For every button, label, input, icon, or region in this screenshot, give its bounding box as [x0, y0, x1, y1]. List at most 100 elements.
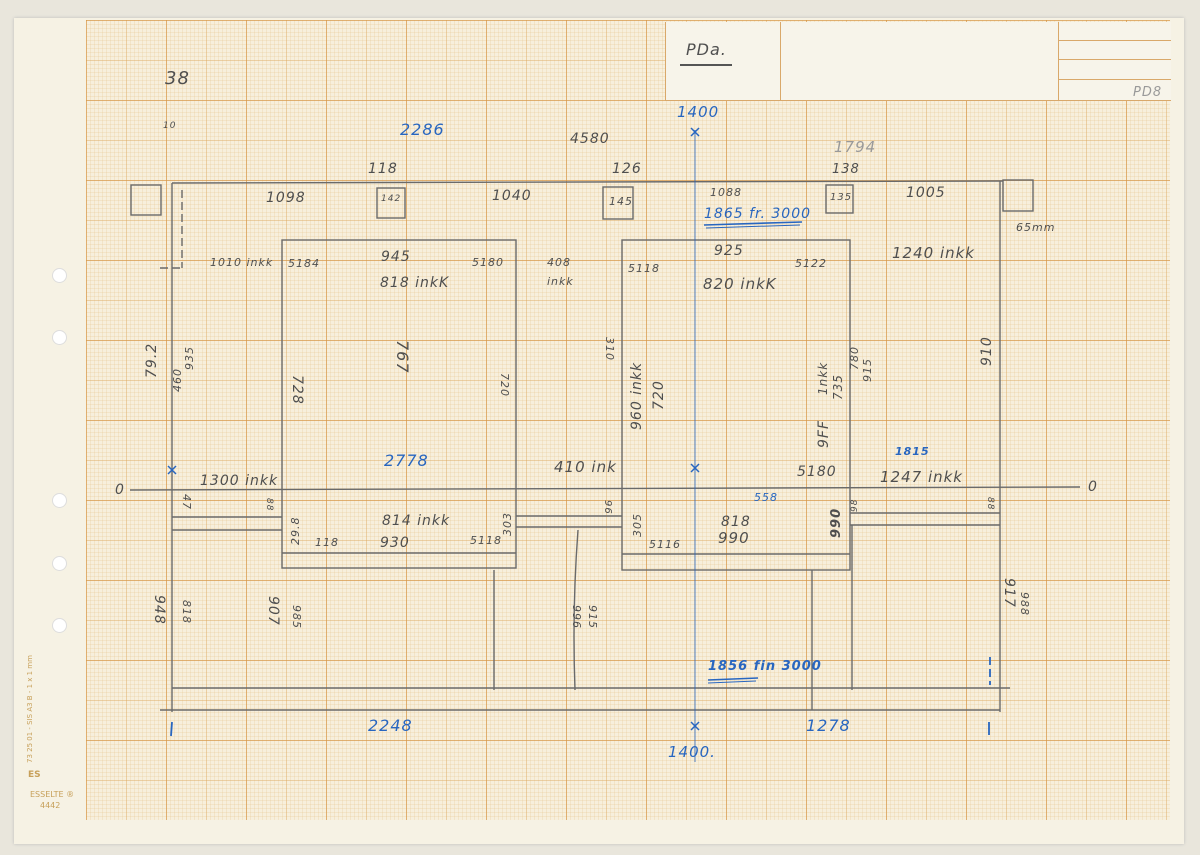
dimension-label: 935 [183, 346, 196, 370]
column-box [825, 184, 854, 214]
dimension-label: 988 [1018, 592, 1031, 616]
dimension-label: 5122 [795, 257, 827, 270]
dimension-label: 5180 [797, 464, 837, 480]
brand-number: 4442 [40, 801, 61, 810]
punch-hole [52, 268, 67, 283]
dimension-label-blue: 1278 [806, 716, 851, 735]
dimension-label: 996 [570, 605, 583, 629]
dimension-label: 460 [171, 368, 184, 392]
dimension-label: 88 [985, 497, 995, 511]
dimension-label: 917 [1001, 578, 1017, 608]
dimension-label: 818 [180, 600, 193, 624]
graph-paper-grid [86, 20, 1170, 820]
dimension-label-blue: 2286 [400, 120, 445, 139]
dimension-label-blue: 2248 [368, 716, 413, 735]
column-box [376, 187, 406, 219]
dimension-label: 735 [831, 374, 845, 400]
axis-label-blue: 1400. [668, 743, 716, 761]
column-box [602, 186, 634, 220]
dimension-label: 47 [180, 494, 193, 510]
room-2-outline [621, 239, 851, 571]
dimension-label: 1240 inkk [892, 244, 975, 262]
dimension-label: 948 [151, 595, 167, 625]
dimension-label: 5118 [470, 534, 502, 547]
dimension-label: 907 [265, 596, 281, 626]
dimension-label: 5118 [628, 262, 660, 275]
dimension-label: 915 [861, 358, 874, 382]
dimension-label: 720 [498, 373, 511, 397]
column-box [1002, 179, 1034, 212]
dimension-label: 98 [850, 498, 860, 512]
dimension-label: 960 inkk [629, 361, 645, 430]
dimension-label: 10 [163, 121, 177, 131]
dimension-label: 118 [315, 536, 339, 549]
dimension-label: 5116 [649, 538, 681, 551]
dimension-label: 79.2 [144, 342, 160, 378]
dimension-label: 925 [714, 243, 744, 259]
dimension-label: 1247 inkk [880, 468, 963, 486]
dimension-label: 1nkk [816, 361, 830, 395]
dimension-label: 930 [380, 535, 410, 551]
dimension-label: 29.8 [289, 516, 302, 546]
datum-label: 0 [1088, 479, 1098, 495]
dimension-label: 780 [848, 346, 861, 370]
datum-line-0 [129, 486, 1081, 491]
dimension-label: 910 [979, 336, 995, 366]
dimension-label: 310 [603, 337, 616, 361]
dimension-label: 9FF [816, 419, 832, 448]
punch-hole [52, 618, 67, 633]
dimension-label: 4580 [570, 131, 610, 147]
dimension-label: 767 [393, 340, 412, 374]
title-block: PDa. PD8 [665, 22, 1171, 101]
dimension-label-blue: 1815 [895, 445, 930, 458]
esselte-logo-icon: ES [28, 770, 41, 780]
dimension-label: 138 [832, 162, 860, 177]
dimension-label: 118 [368, 161, 398, 177]
axis-label-blue: 1400 [677, 103, 720, 121]
brand-label: ESSELTE ® [30, 790, 75, 799]
dimension-label: 96 [602, 500, 613, 515]
dimension-label: inkk [547, 275, 574, 288]
dimension-label: 985 [290, 605, 303, 629]
dimension-label: 410 ink [554, 458, 617, 476]
dimension-label: 88 [264, 498, 274, 512]
dimension-label: 5180 [472, 256, 504, 269]
dimension-label: 818 [721, 514, 751, 530]
dimension-label: 814 inkk [382, 513, 451, 529]
dimension-label: 1040 [492, 188, 532, 204]
dimension-label: 915 [586, 605, 599, 629]
title-divider [1058, 22, 1059, 100]
dimension-label: 1010 inkk [210, 256, 274, 269]
dimension-label-blue: 558 [754, 491, 778, 504]
dimension-label: 408 [547, 256, 571, 269]
title-divider [780, 22, 781, 100]
room-1-outline [281, 239, 517, 569]
dimension-label: 1005 [906, 185, 946, 201]
column-label: 135 [830, 192, 853, 203]
note-blue: 1865 fr. 3000 [704, 206, 812, 222]
dimension-label: 818 inkK [380, 275, 450, 291]
top-wall-line [171, 180, 1004, 184]
dimension-label: 1300 inkk [200, 473, 279, 489]
dimension-label: 1098 [266, 190, 306, 206]
drawing-title: PDa. [686, 40, 727, 59]
dimension-label: 303 [501, 512, 514, 536]
column-label: 145 [609, 195, 633, 208]
datum-label: 0 [115, 482, 125, 498]
dimension-label: 1794 [834, 138, 877, 156]
dimension-label-blue: 2778 [384, 451, 429, 470]
dimension-label: 945 [381, 249, 411, 265]
dimension-label: 65mm [1016, 221, 1056, 234]
dimension-label: 990 [718, 529, 750, 547]
punch-hole [52, 493, 67, 508]
dimension-label: 126 [612, 161, 642, 177]
dimension-label: 1088 [710, 186, 742, 199]
column-label: 142 [381, 194, 402, 204]
dimension-label: 720 [651, 380, 667, 410]
dimension-label: 990 [829, 507, 844, 538]
column-box [130, 184, 162, 216]
dimension-label: 820 inkK [703, 275, 777, 293]
punch-hole [52, 556, 67, 571]
dimension-label: 728 [289, 375, 305, 405]
